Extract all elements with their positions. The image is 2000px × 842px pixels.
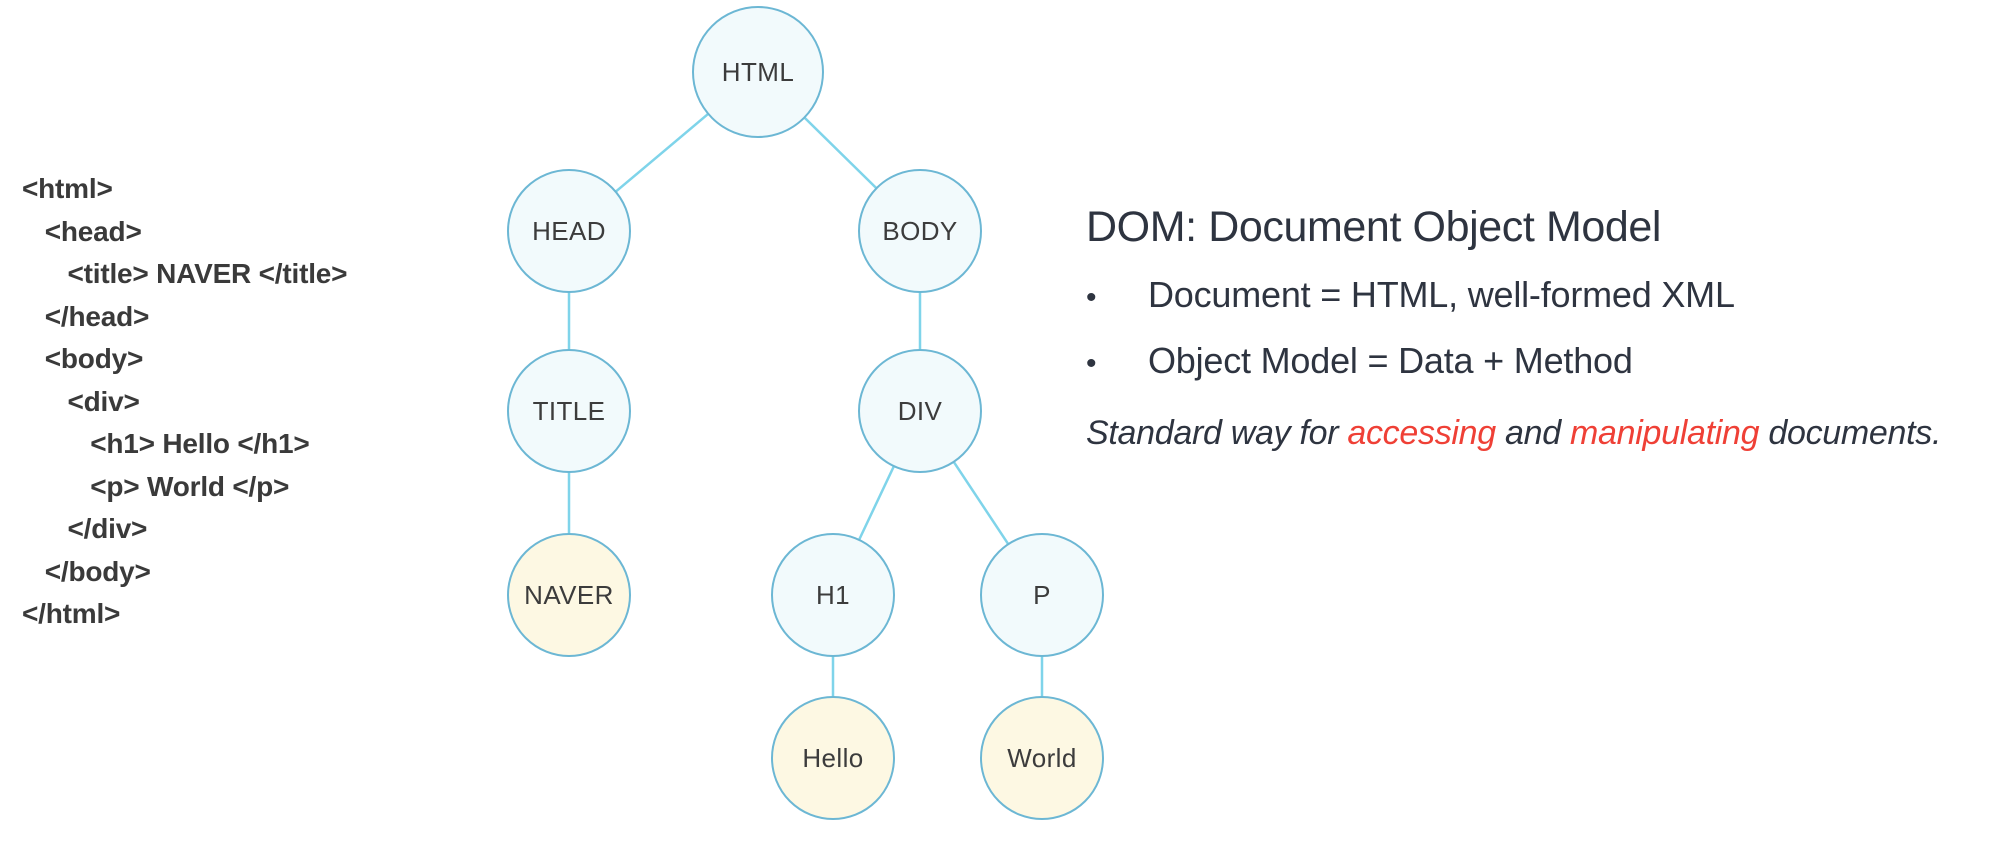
footnote-part-2: and [1495,414,1570,453]
panel-footnote: Standard way for accessing and manipulat… [1086,414,1986,453]
bullet-label: Document = HTML, well-formed XML [1148,274,1735,316]
tree-edge [952,460,1010,546]
tree-node-label: World [1007,742,1077,773]
code-line: </head> [22,300,150,332]
tree-node-naver[interactable]: NAVER [507,533,631,657]
tree-node-label: DIV [897,395,943,426]
tree-node-html[interactable]: HTML [692,6,824,138]
bullet-dot-icon: • [1086,281,1097,315]
code-line: </div> [22,513,148,544]
bullet-label: Object Model = Data + Method [1148,340,1633,382]
code-line: </html> [22,598,121,629]
dom-tree-diagram: HTML HEAD BODY TITLE DIV NAVER H1 P Hello World [507,6,1104,820]
list-item: • Document = HTML, well-formed XML [1086,274,1986,316]
footnote-part-1: Standard way for [1086,414,1348,453]
tree-edge [614,112,710,193]
tree-edge-layer [567,112,1044,699]
tree-node-world[interactable]: World [980,696,1104,820]
code-line: <div> [22,385,140,417]
code-line: <html> [22,173,113,204]
tree-node-label: Hello [802,742,864,773]
html-source-code-block: <html> <head> <title> NAVER </title> </h… [22,168,462,636]
tree-node-label: HTML [721,56,795,87]
tree-edge [803,116,878,190]
tree-node-h1[interactable]: H1 [771,533,895,657]
code-line: </body> [22,555,151,587]
tree-node-title[interactable]: TITLE [507,349,631,473]
list-item: • Object Model = Data + Method [1086,340,1986,382]
code-line: <body> [22,343,144,374]
tree-node-label: TITLE [532,395,606,426]
tree-node-head[interactable]: HEAD [507,169,631,293]
code-line: <h1> Hello </h1> [22,428,310,459]
tree-node-div[interactable]: DIV [858,349,982,473]
tree-node-body[interactable]: BODY [858,169,982,293]
footnote-part-3: documents. [1759,414,1942,453]
tree-node-hello[interactable]: Hello [771,696,895,820]
footnote-accent-manipulating: manipulating [1570,414,1760,453]
tree-node-label: BODY [882,215,958,246]
tree-node-label: H1 [815,579,851,610]
tree-node-p[interactable]: P [980,533,1104,657]
tree-edge [857,464,896,542]
code-line: <p> World </p> [22,470,290,502]
tree-node-label: HEAD [532,215,606,246]
panel-title: DOM: Document Object Model [1086,203,1662,251]
code-line: <head> [22,215,142,247]
dom-explanation-panel: DOM: Document Object Model • Document = … [1086,203,1986,453]
footnote-accent-accessing: accessing [1347,414,1496,453]
bullet-dot-icon: • [1086,347,1097,381]
code-line: <title> NAVER </title> [22,258,348,289]
tree-node-label: P [1033,579,1051,610]
tree-node-label: NAVER [524,579,614,610]
